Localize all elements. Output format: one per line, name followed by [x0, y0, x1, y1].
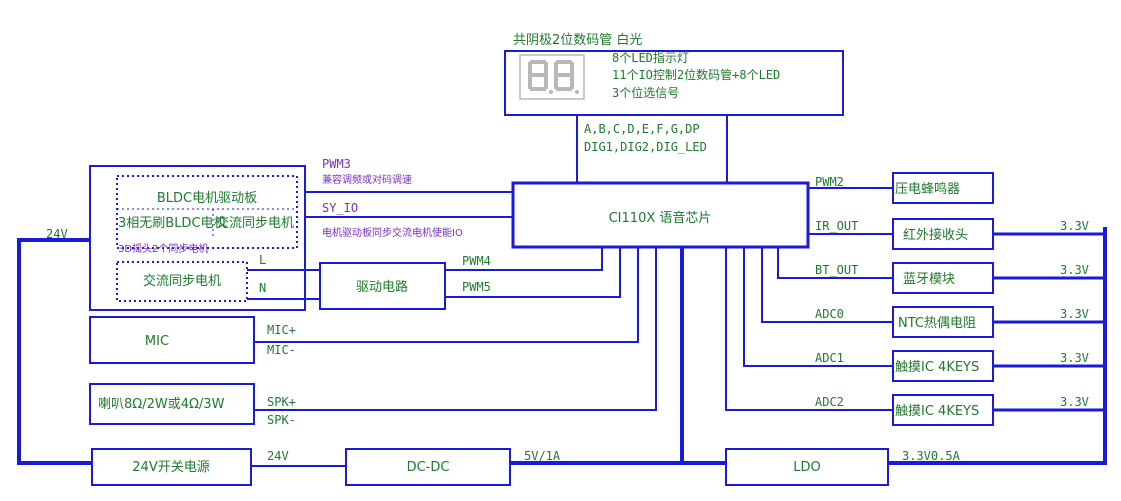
dcdc-label: DC-DC [407, 460, 450, 475]
chip-box [511, 181, 810, 249]
spk-plus-label: SPK+ [267, 395, 296, 409]
adc2-line [725, 247, 893, 411]
touch2-label: 触摸IC 4KEYS [895, 404, 979, 419]
psu-label: 24V开关电源 [132, 460, 209, 475]
buzzer-label: 压电蜂鸣器 [895, 181, 960, 197]
pin-l-label: L [259, 253, 266, 267]
ac-motor-dotted-box [116, 261, 248, 302]
pin-n-label: N [259, 281, 266, 295]
bldc-right-label: 交流同步电机 [216, 215, 294, 231]
v5-label: 5V/1A [524, 449, 561, 463]
adc0-label: ADC0 [815, 307, 844, 321]
ir-label: 红外接收头 [903, 227, 968, 243]
v24-rail-label: 24V [267, 449, 289, 463]
display-line1: 8个LED指示灯 [612, 50, 689, 65]
touch1-label: 触摸IC 4KEYS [895, 360, 979, 375]
drive-box [319, 262, 446, 310]
sy-io-note: 电机驱动板同步交流电机使能IO [322, 226, 463, 239]
pwm5-label: PWM5 [462, 280, 491, 294]
mic-box [89, 316, 255, 364]
ntc-label: NTC热偶电阻 [898, 316, 976, 331]
speaker-box [89, 383, 255, 425]
seven-segment-icon [519, 54, 585, 100]
bt-label: 蓝牙模块 [903, 272, 955, 287]
ir-out-label: IR_OUT [815, 219, 858, 233]
bt-out-label: BT_OUT [815, 263, 858, 277]
adc0-line [761, 247, 893, 323]
adc2-label: ADC2 [815, 395, 844, 409]
display-box [504, 50, 844, 116]
ldo-label: LDO [793, 460, 821, 475]
ldo-box [725, 448, 889, 486]
v33-rail [888, 227, 1107, 465]
ir-33v-label: 3.3V [1060, 219, 1089, 233]
drive-label: 驱动电路 [356, 279, 408, 295]
pwm4-label: PWM4 [462, 254, 491, 268]
bldc-left-label: 3相无刷BLDC电机 [118, 216, 227, 231]
ntc-33v-label: 3.3V [1060, 307, 1089, 321]
digs-label: DIG1,DIG2,DIG_LED [584, 140, 707, 154]
buzzer-box [892, 172, 994, 204]
display-line2: 11个IO控制2位数码管+8个LED [612, 67, 780, 82]
ac-motor-label: 交流同步电机 [143, 273, 221, 289]
speaker-label: 喇叭8Ω/2W或4Ω/3W [98, 397, 225, 412]
adc1-label: ADC1 [815, 351, 844, 365]
display-title: 共阴极2位数码管 白光 [513, 32, 642, 48]
mic-plus-label: MIC+ [267, 323, 296, 337]
pwm2-label: PWM2 [815, 175, 844, 189]
display-line3: 3个位选信号 [612, 85, 679, 100]
segs-label: A,B,C,D,E,F,G,DP [584, 122, 700, 136]
mic-minus-label: MIC- [267, 343, 296, 357]
pwm4-line [445, 247, 603, 271]
mic-line [254, 247, 639, 343]
chip-label: CI110X 语音芯片 [609, 210, 712, 226]
v24-in-label: 24V [46, 227, 68, 241]
touch2-33v-label: 3.3V [1060, 395, 1089, 409]
v33-ldo-label: 3.3V0.5A [902, 449, 961, 463]
bt-out-line [777, 247, 893, 279]
bt-33v-label: 3.3V [1060, 263, 1089, 277]
bldc-note: 3D摇头2个同步电机 [118, 242, 208, 255]
pwm3-note: 兼容调频或对码调速 [322, 173, 412, 186]
pwm5-line [445, 247, 621, 298]
sy-io-label: SY_IO [322, 201, 358, 215]
pwm3-label: PWM3 [322, 157, 351, 171]
v24-rail [17, 238, 92, 465]
adc1-line [743, 247, 893, 367]
bldc-title: BLDC电机驱动板 [157, 191, 257, 206]
touch1-33v-label: 3.3V [1060, 351, 1089, 365]
mic-label: MIC [145, 334, 169, 349]
bldc-dotted-box [116, 175, 298, 249]
spk-minus-label: SPK- [267, 413, 296, 427]
speaker-line [254, 247, 657, 411]
dcdc-box [345, 448, 511, 486]
